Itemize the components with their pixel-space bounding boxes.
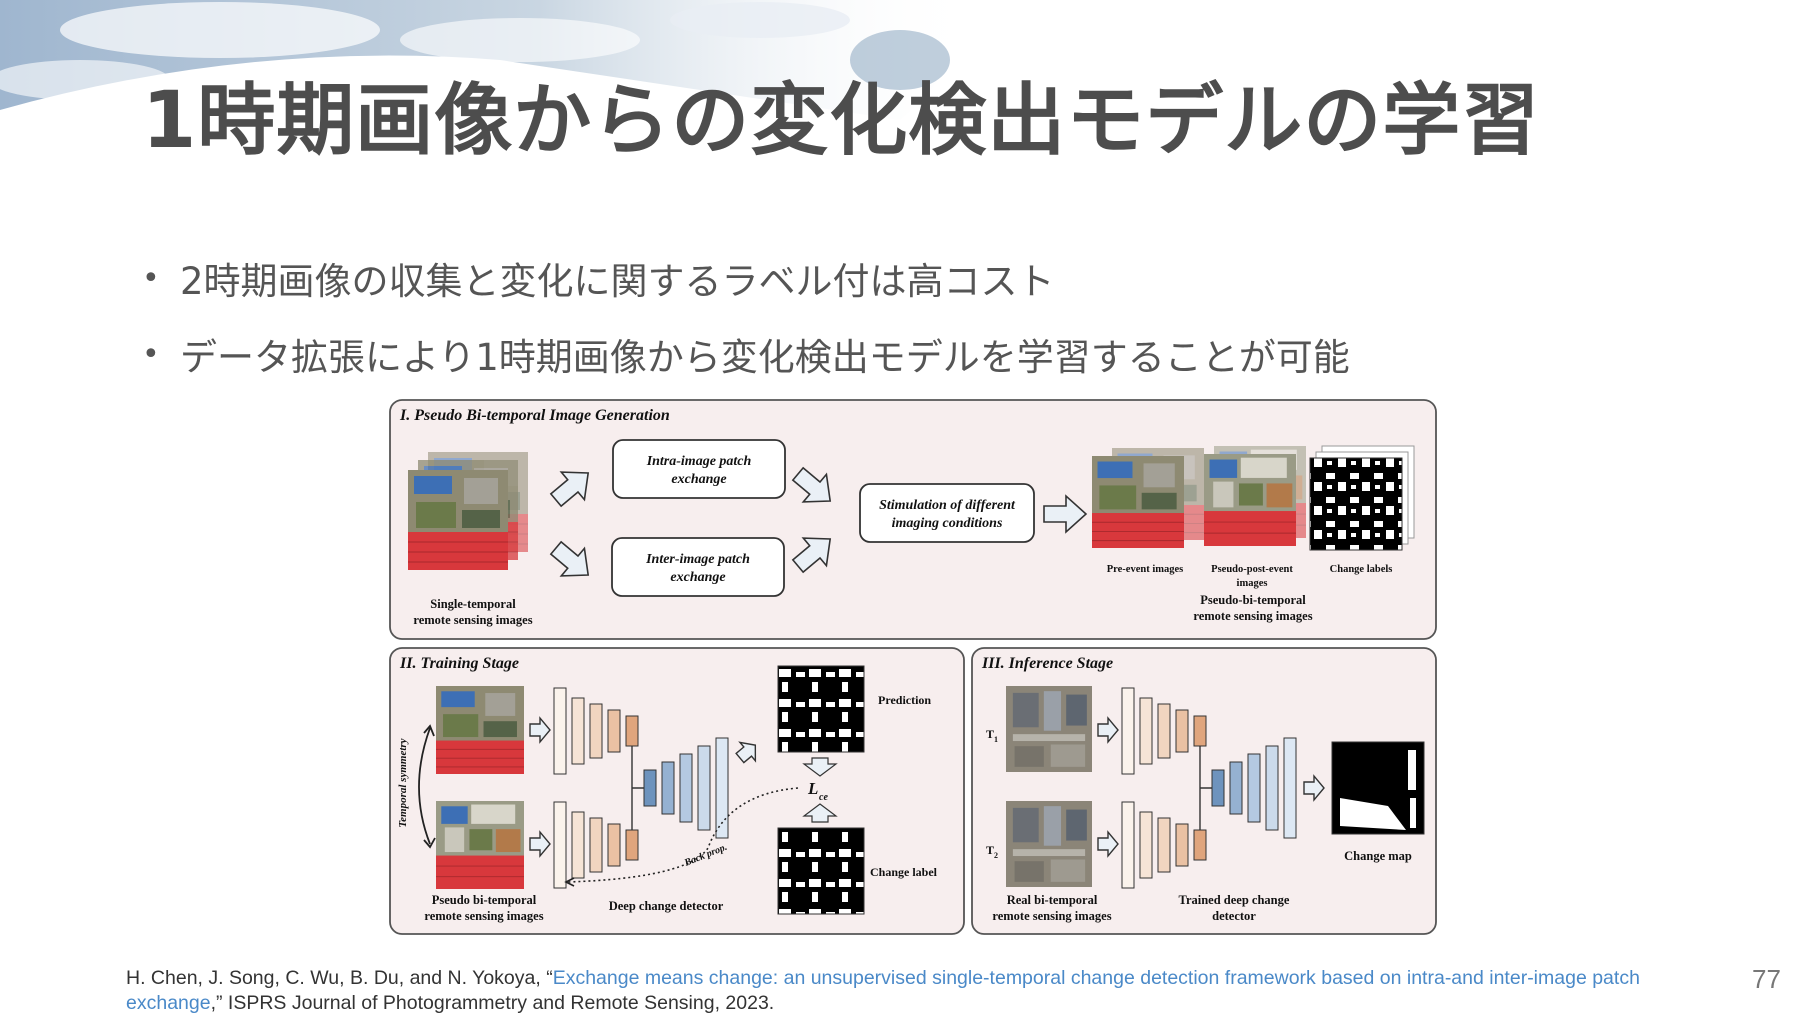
training-pre-event-image [435,685,525,775]
encoder-top [553,687,639,775]
t1-label: T [986,727,994,741]
inter-patch-label-1: Inter-image patch [645,552,750,567]
inter-patch-label-2: exchange [670,570,725,585]
change-labels-caption: Change labels [1330,564,1393,575]
single-temporal-caption-2: remote sensing images [413,613,532,627]
stimulation-label-1: Stimulation of different [879,498,1016,513]
reference-citation: H. Chen, J. Song, C. Wu, B. Du, and N. Y… [126,966,1726,1016]
bullet-text: データ拡張により1時期画像から変化検出モデルを学習することが可能 [180,336,1350,379]
decoder [643,737,729,839]
prediction-label: Prediction [878,693,931,707]
bullet-dot-icon: • [142,260,160,296]
trained-detector-caption-1: Trained deep change [1179,893,1290,907]
panel2-title: II. Training Stage [399,655,519,672]
real-bi-caption-2: remote sensing images [992,909,1111,923]
pre-event-image-stack [1091,447,1205,549]
single-temporal-image-stack [407,451,529,571]
arc-arrowhead-bottom-icon [423,837,436,849]
stimulation-label-2: imaging conditions [892,516,1003,531]
page-number: 77 [1752,964,1781,994]
real-t1-image [1006,686,1092,772]
trained-fusion-connector [1199,746,1212,830]
citation-authors: H. Chen, J. Song, C. Wu, B. Du, and N. Y… [126,967,553,989]
citation-venue: ,” ISPRS Journal of Photogrammetry and R… [210,992,775,1014]
slide-title: 1時期画像からの変化検出モデルの学習 [142,76,1541,166]
pseudo-post-event-image-stack [1203,445,1307,547]
change-map [1331,741,1425,835]
pseudo-post-event-caption-2: images [1237,578,1268,589]
arrow-down-to-loss-icon [802,757,838,777]
paper-title-link[interactable]: Exchange means change: an unsupervised s… [126,967,1640,1014]
t2-subscript: 2 [994,851,998,860]
bullet-item: • 2時期画像の収集と変化に関するラベル付は高コスト [142,240,1350,316]
back-prop-arrowhead-icon [564,877,575,887]
single-temporal-caption-1: Single-temporal [430,597,516,611]
change-label-map [777,827,865,915]
encoder-bottom [553,801,639,889]
panel-pseudo-generation: I. Pseudo Bi-temporal Image Generation S… [389,399,1437,640]
arc-arrowhead-top-icon [423,724,435,737]
t1-subscript: 1 [994,735,998,744]
pre-event-caption: Pre-event images [1107,564,1183,575]
intra-patch-label-2: exchange [671,472,726,487]
trained-detector-caption-2: detector [1212,909,1256,923]
inter-patch-box [611,537,785,597]
pseudo-bi-caption-2: remote sensing images [424,909,543,923]
pseudo-bi-caption-1: Pseudo bi-temporal [432,893,537,907]
trained-encoder-top [1121,687,1207,775]
intra-patch-box [612,439,786,499]
framework-figure: I. Pseudo Bi-temporal Image Generation S… [389,399,1437,935]
trained-decoder [1211,737,1297,839]
t2-label: T [986,843,994,857]
pseudo-post-event-caption-1: Pseudo-post-event [1211,564,1293,575]
change-label-caption: Change label [870,865,938,879]
trained-encoder-bottom [1121,801,1207,889]
earth-background-image [0,0,980,120]
panel-training-stage: II. Training Stage Temporal symmetry Pse… [389,647,965,935]
bullet-item: • データ拡張により1時期画像から変化検出モデルを学習することが可能 [142,316,1350,392]
panel1-title: I. Pseudo Bi-temporal Image Generation [399,407,670,424]
bullet-list: • 2時期画像の収集と変化に関するラベル付は高コスト • データ拡張により1時期… [142,240,1350,392]
arrow-up-to-loss-icon [802,803,838,823]
prediction-map [777,665,865,753]
stimulation-box [859,483,1035,543]
change-labels-stack [1309,445,1415,551]
change-map-caption: Change map [1344,849,1412,863]
temporal-symmetry-label: Temporal symmetry [397,738,409,827]
pseudo-bi-temporal-caption-1: Pseudo-bi-temporal [1200,593,1306,607]
bullet-dot-icon: • [142,336,160,372]
real-t2-image [1006,801,1092,887]
temporal-symmetry-arc [418,727,431,845]
panel-inference-stage: III. Inference Stage T 1 T 2 Real bi-tem… [971,647,1437,935]
real-bi-caption-1: Real bi-temporal [1007,893,1098,907]
feature-fusion-connector [631,746,644,830]
bullet-text: 2時期画像の収集と変化に関するラベル付は高コスト [180,260,1055,303]
training-pseudo-post-image [435,800,525,890]
loss-subscript: ce [819,792,828,803]
loss-symbol: L [807,779,818,798]
pseudo-bi-temporal-caption-2: remote sensing images [1193,609,1312,623]
panel3-title: III. Inference Stage [981,655,1113,672]
back-prop-path [567,787,799,883]
deep-change-detector-caption: Deep change detector [609,899,724,913]
intra-patch-label-1: Intra-image patch [646,454,752,469]
